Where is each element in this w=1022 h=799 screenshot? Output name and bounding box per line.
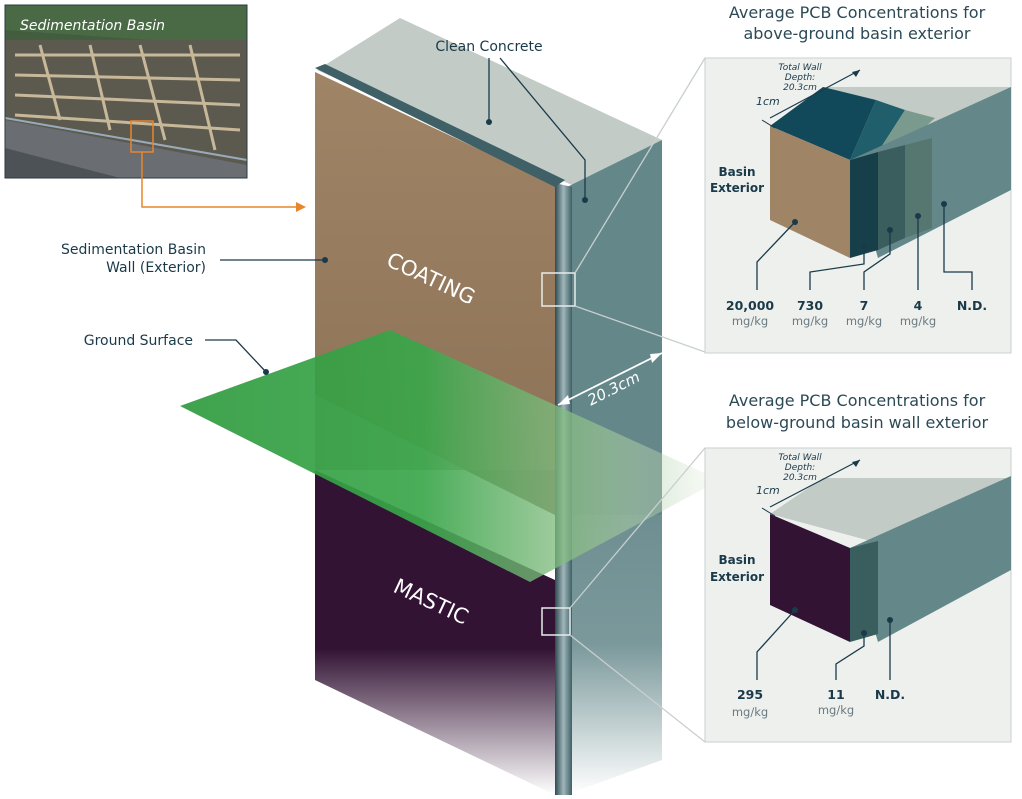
above-value-1: 730 — [797, 298, 823, 313]
panel-above-exterior-2: Exterior — [710, 181, 764, 195]
zoom-box-lower — [541, 607, 571, 636]
panel-above-title-2: above-ground basin exterior — [743, 24, 970, 43]
slab-730 — [850, 152, 878, 258]
wall-exterior-callout: Sedimentation Basin Wall (Exterior) — [61, 242, 328, 276]
panel-below-exterior-1: Basin — [718, 553, 755, 567]
panel-below-title-1: Average PCB Concentrations for — [729, 391, 986, 410]
slab-7 — [878, 145, 905, 250]
below-unit-1: mg/kg — [818, 703, 854, 717]
above-value-0: 20,000 — [726, 298, 775, 313]
photo-label: Sedimentation Basin — [20, 18, 165, 34]
wall-label-line2: Wall (Exterior) — [106, 260, 206, 276]
slab-11 — [850, 541, 878, 642]
block-front-mastic — [770, 514, 850, 642]
block-front-coating — [770, 126, 850, 258]
slab-4 — [905, 138, 932, 238]
layer-top-1 — [770, 87, 876, 160]
block-side-b — [850, 476, 1011, 642]
block-top-b — [770, 478, 1011, 543]
site-photo: Sedimentation Basin — [4, 4, 248, 179]
panel-above-depth-2: Depth: — [785, 73, 815, 83]
below-unit-0: mg/kg — [732, 705, 768, 719]
coating-top-edge — [315, 64, 565, 187]
panel-above-exterior-1: Basin — [718, 165, 755, 179]
panel-below-exterior-2: Exterior — [710, 570, 764, 584]
panel-above-depth-3: 20.3cm — [783, 83, 817, 93]
above-unit-1: mg/kg — [792, 314, 828, 328]
below-value-0: 295 — [737, 687, 763, 702]
clean-concrete-callout: Clean Concrete — [435, 39, 588, 203]
panel-below-depth-3: 20.3cm — [783, 473, 817, 483]
clean-concrete-label: Clean Concrete — [435, 39, 542, 55]
above-unit-0: mg/kg — [732, 314, 768, 328]
panel-above-values: 20,000 mg/kg 730 mg/kg 7 mg/kg 4 mg/kg N… — [726, 298, 987, 328]
ground-plane — [180, 330, 720, 582]
mastic-face — [315, 470, 555, 795]
zoom-connector-1 — [574, 57, 706, 274]
panel-above-1cm: 1cm — [756, 95, 780, 108]
zoom-connector-3 — [569, 447, 706, 609]
panel-above-title-1: Average PCB Concentrations for — [729, 3, 986, 22]
above-value-2: 7 — [860, 298, 869, 313]
below-value-2: N.D. — [875, 687, 905, 702]
layer-top-2 — [850, 100, 905, 160]
panel-below-depth-1: Total Wall — [778, 453, 822, 463]
above-unit-3: mg/kg — [900, 314, 936, 328]
panel-below-depth-2: Depth: — [785, 463, 815, 473]
ground-surface-callout: Ground Surface — [84, 333, 269, 375]
panel-above-depth-1: Total Wall — [778, 63, 822, 73]
panel-below-1cm: 1cm — [756, 484, 780, 497]
photo-connector — [141, 152, 306, 212]
panel-below-ground: Average PCB Concentrations for below-gro… — [704, 391, 1012, 743]
zoom-box-upper — [541, 272, 576, 307]
panel-below-values: 295 mg/kg 11 mg/kg N.D. — [732, 687, 905, 719]
ground-surface-label: Ground Surface — [84, 333, 193, 349]
zoom-connector-4 — [569, 634, 706, 743]
above-value-3: 4 — [914, 298, 923, 313]
zoom-connector-2 — [574, 305, 706, 353]
panel-above-ground: Average PCB Concentrations for above-gro… — [704, 3, 1012, 354]
above-value-4: N.D. — [957, 298, 987, 313]
wall-label-line1: Sedimentation Basin — [61, 242, 206, 258]
above-unit-2: mg/kg — [846, 314, 882, 328]
below-value-1: 11 — [827, 687, 844, 702]
panel-below-title-2: below-ground basin wall exterior — [726, 413, 989, 432]
